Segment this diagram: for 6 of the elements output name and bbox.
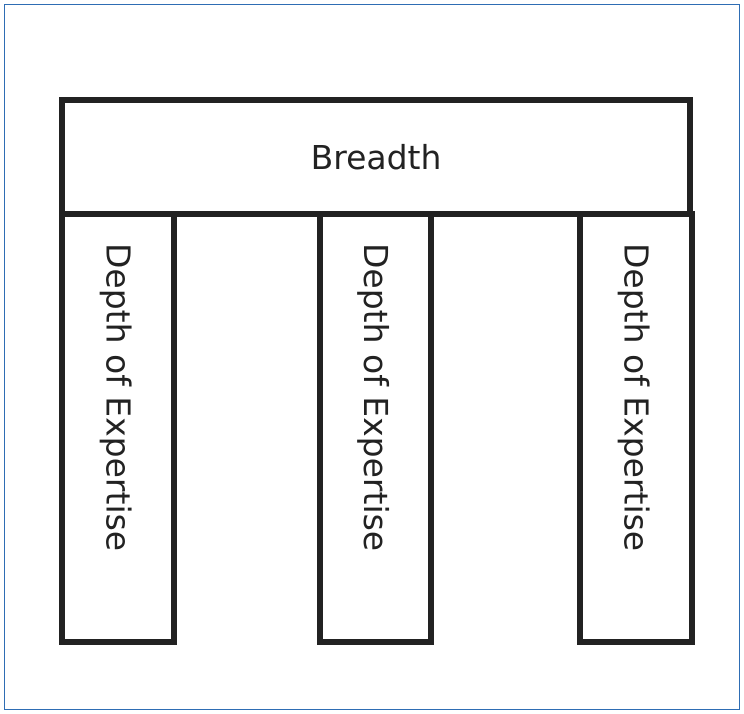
- node-label: Depth of Expertise: [616, 243, 656, 552]
- node-label: Depth of Expertise: [98, 243, 138, 552]
- crossbar: [59, 97, 693, 217]
- pillar: [577, 211, 695, 645]
- node-label: Breadth: [310, 138, 442, 176]
- node-label: Depth of Expertise: [356, 243, 395, 552]
